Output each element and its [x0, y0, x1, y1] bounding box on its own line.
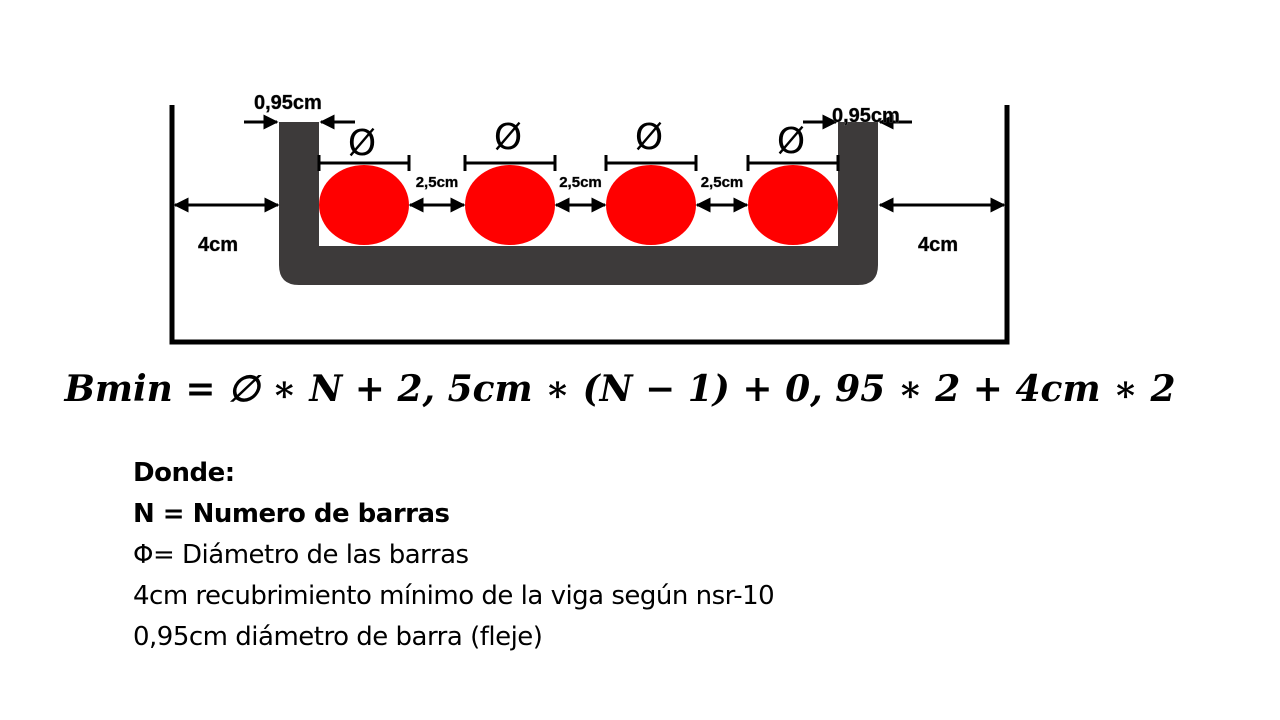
spacing-label-2: 2,5cm: [559, 174, 602, 191]
diameter-label-3: Ø: [635, 117, 663, 158]
diameter-dimension-3: [604, 155, 698, 171]
rebar-1: [319, 165, 409, 245]
cover-label-right: 4cm: [918, 234, 958, 256]
legend-n-definition: N = Numero de barras: [133, 499, 450, 529]
spacing-dimensions: 2,5cm 2,5cm 2,5cm: [408, 174, 749, 213]
diameter-label-4: Ø: [777, 121, 805, 162]
stirrup-label-left: 0,95cm: [254, 92, 322, 114]
rebar-2: [465, 165, 555, 245]
diameter-dimension-4: [746, 155, 840, 171]
stirrup-label-right: 0,95cm: [832, 105, 900, 127]
diameter-dimensions: [317, 155, 840, 171]
beam-section-diagram: Ø Ø Ø Ø 2,5cm 2,5cm 2,5cm 4cm 4cm 0,95cm 0,95…: [169, 92, 1010, 345]
diameter-label-1: Ø: [348, 123, 376, 164]
legend-cover-definition: 4cm recubrimiento mínimo de la viga segú…: [133, 581, 775, 611]
bars-group: [319, 165, 838, 245]
diameter-label-2: Ø: [494, 117, 522, 158]
spacing-label-1: 2,5cm: [416, 174, 459, 191]
legend-stirrup-definition: 0,95cm diámetro de barra (fleje): [133, 622, 543, 652]
beam-outline: [169, 105, 1010, 345]
spacing-label-3: 2,5cm: [701, 174, 744, 191]
legend-phi-definition: Φ= Diámetro de las barras: [133, 540, 469, 570]
stirrup: [279, 122, 878, 285]
cover-label-left: 4cm: [198, 234, 238, 256]
bmin-formula: Bmin = ∅ ∗ N + 2, 5cm ∗ (N − 1) + 0, 95 …: [64, 368, 1176, 410]
legend: Donde: N = Numero de barras Φ= Diámetro …: [133, 453, 775, 658]
diameter-dimension-1: [317, 155, 411, 171]
legend-heading: Donde:: [133, 458, 235, 488]
diameter-dimension-2: [463, 155, 557, 171]
rebar-3: [606, 165, 696, 245]
rebar-4: [748, 165, 838, 245]
